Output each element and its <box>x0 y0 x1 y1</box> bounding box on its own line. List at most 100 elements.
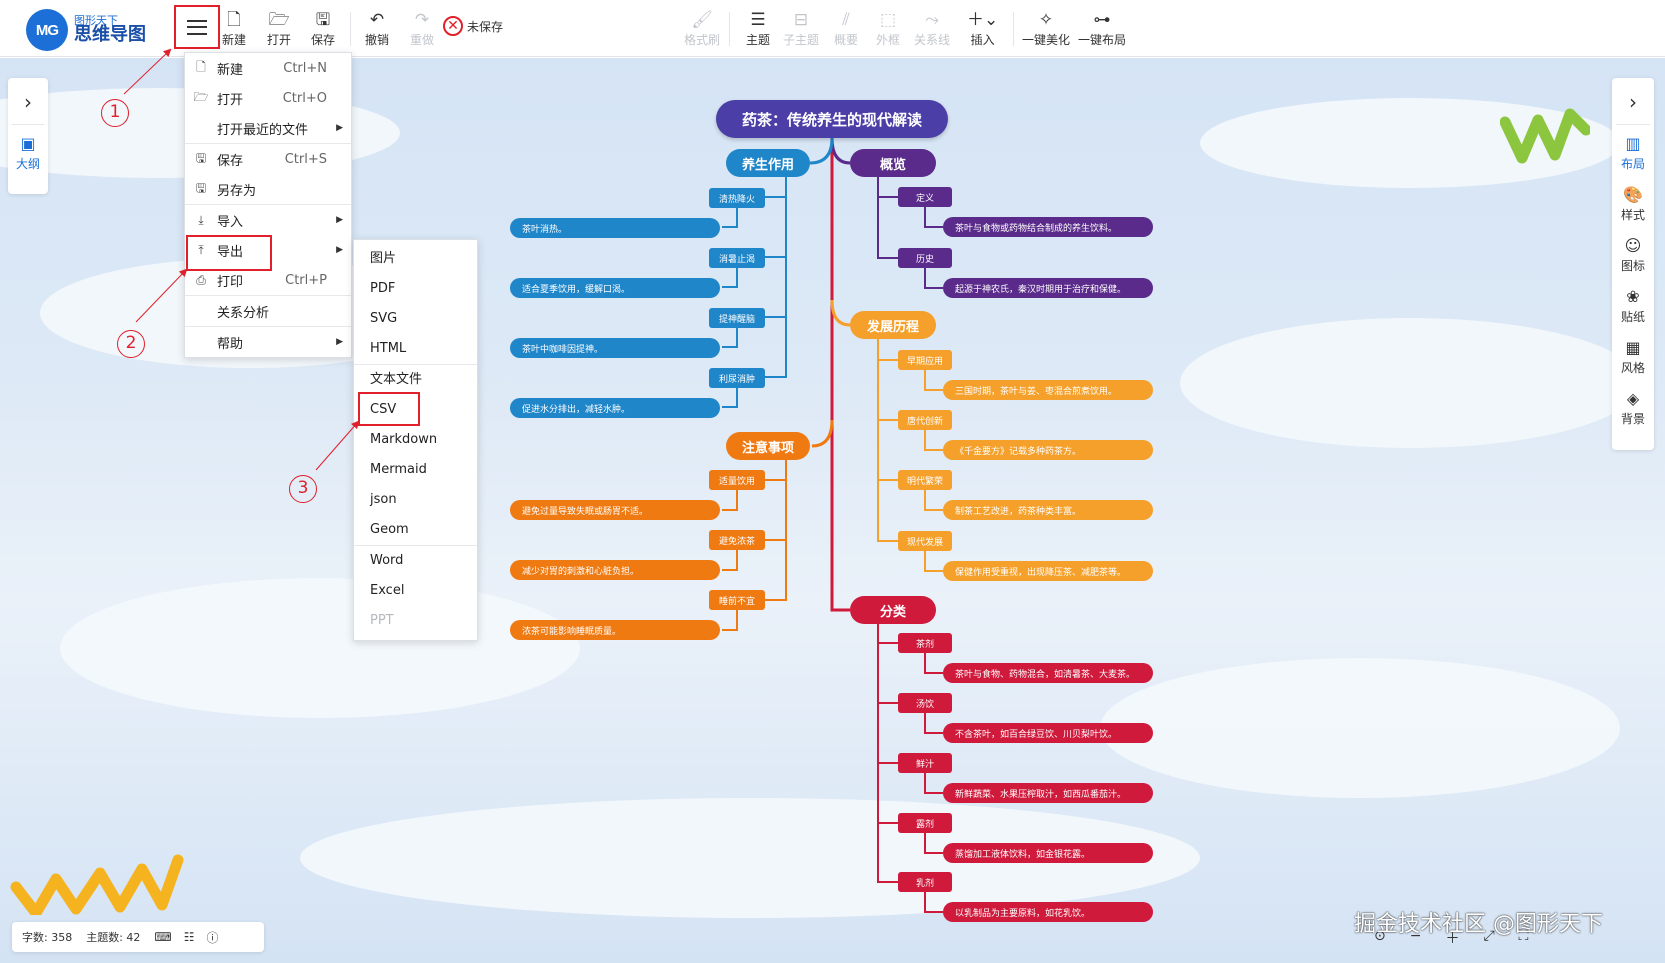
detail-node[interactable]: 浓茶可能影响睡眠质量。 <box>510 620 720 640</box>
detail-node[interactable]: 三国时期，茶叶与姜、枣混合煎煮饮用。 <box>943 380 1153 400</box>
topic-development[interactable]: 发展历程 <box>850 311 936 339</box>
redo-button[interactable]: ↷重做 <box>410 10 435 47</box>
subtopic-node[interactable]: 鲜汁 <box>898 753 952 773</box>
subtopic-node[interactable]: 乳剂 <box>898 872 952 892</box>
summary-button[interactable]: ⫽概要 <box>834 10 859 47</box>
mindmap-root-node[interactable]: 药茶：传统养生的现代解读 <box>716 100 948 138</box>
export-geom[interactable]: Geom <box>370 522 409 537</box>
detail-node[interactable]: 起源于神农氏，秦汉时期用于治疗和保健。 <box>943 278 1153 298</box>
icon-panel-button[interactable]: ☺图标 <box>1620 236 1645 273</box>
menu-item-recent[interactable]: 打开最近的文件▶ <box>217 122 343 138</box>
save-button[interactable]: 🖫保存 <box>311 10 336 47</box>
export-csv[interactable]: CSV <box>370 402 397 417</box>
export-pdf[interactable]: PDF <box>370 281 396 296</box>
menu-item-relation-analysis[interactable]: 关系分析 <box>217 305 270 321</box>
detail-node[interactable]: 《千金要方》记载多种药茶方。 <box>943 440 1153 460</box>
auto-layout-button[interactable]: ⊶一键布局 <box>1078 10 1127 47</box>
relation-line-button[interactable]: ⤳关系线 <box>914 10 951 47</box>
boundary-button[interactable]: ⬚外框 <box>876 10 901 47</box>
outline-button[interactable]: ▣ 大纲 <box>15 134 40 171</box>
panel-divider <box>12 124 44 125</box>
subtopic-node[interactable]: 汤饮 <box>898 693 952 713</box>
detail-node[interactable]: 制茶工艺改进，药茶种类丰富。 <box>943 500 1153 520</box>
menu-item-help[interactable]: 帮助▶ <box>217 336 343 352</box>
subtopic-node[interactable]: 消暑止渴 <box>709 248 765 268</box>
subtopic-node[interactable]: 唐代创新 <box>898 410 952 430</box>
menu-item-save-as[interactable]: 🖫另存为 <box>185 174 351 204</box>
export-json[interactable]: json <box>370 492 397 507</box>
export-mermaid[interactable]: Mermaid <box>370 462 427 477</box>
keyboard-icon[interactable]: ⌨ <box>154 930 172 944</box>
subtopic-node[interactable]: 现代发展 <box>898 531 952 551</box>
sticker-panel-button[interactable]: ❀贴纸 <box>1620 287 1645 324</box>
detail-node[interactable]: 茶叶与食物或药物结合制成的养生饮料。 <box>943 217 1153 237</box>
subtopic-node[interactable]: 避免浓茶 <box>709 530 765 550</box>
subtopic-node[interactable]: 早期应用 <box>898 350 952 370</box>
topic-health[interactable]: 养生作用 <box>726 149 810 177</box>
subtopic-node[interactable]: 定义 <box>898 187 952 207</box>
detail-node[interactable]: 减少对胃的刺激和心脏负担。 <box>510 560 720 580</box>
detail-node[interactable]: 保健作用受重视，出现降压茶、减肥茶等。 <box>943 561 1153 581</box>
export-html[interactable]: HTML <box>370 341 407 356</box>
new-button[interactable]: 🗋新建 <box>222 10 247 47</box>
topic-category[interactable]: 分类 <box>850 596 936 624</box>
locate-icon[interactable]: ⊙ <box>1374 928 1386 944</box>
outline-view-icon[interactable]: ☷ <box>183 930 195 944</box>
topic-button[interactable]: ☰主题 <box>746 10 771 47</box>
menu-item-import[interactable]: ⤓导入▶ <box>185 205 351 235</box>
beautify-button[interactable]: ✧一键美化 <box>1022 10 1071 47</box>
subtopic-node[interactable]: 茶剂 <box>898 633 952 653</box>
detail-node[interactable]: 适合夏季饮用，缓解口渴。 <box>510 278 720 298</box>
expand-chevron-icon[interactable]: › <box>24 90 32 114</box>
subtopic-button[interactable]: ⊟子主题 <box>783 10 820 47</box>
main-menu-button[interactable] <box>174 5 220 49</box>
detail-node[interactable]: 蒸馏加工液体饮料，如金银花露。 <box>943 843 1153 863</box>
relation-icon: ⤳ <box>925 10 939 30</box>
detail-node[interactable]: 促进水分排出，减轻水肿。 <box>510 398 720 418</box>
expand-chevron-icon[interactable]: › <box>1629 90 1637 114</box>
subtopic-node[interactable]: 历史 <box>898 248 952 268</box>
detail-node[interactable]: 茶叶与食物、药物混合，如清暑茶、大麦茶。 <box>943 663 1153 683</box>
fit-icon[interactable]: ⤢ <box>1483 928 1495 944</box>
undo-button[interactable]: ↶撤销 <box>365 10 390 47</box>
detail-node[interactable]: 不含茶叶，如百合绿豆饮、川贝梨叶饮。 <box>943 723 1153 743</box>
subtopic-node[interactable]: 清热降火 <box>709 188 765 208</box>
detail-node[interactable]: 避免过量导致失眠或肠胃不适。 <box>510 500 720 520</box>
subtopic-node[interactable]: 睡前不宜 <box>709 590 765 610</box>
detail-node[interactable]: 以乳制品为主要原料，如花乳饮。 <box>943 902 1153 922</box>
topic-overview[interactable]: 概览 <box>850 149 936 177</box>
info-icon[interactable]: ⓘ <box>206 930 219 945</box>
export-markdown[interactable]: Markdown <box>370 432 438 447</box>
format-brush-button[interactable]: 🖌格式刷 <box>684 10 721 47</box>
zoom-out-icon[interactable]: − <box>1409 928 1422 944</box>
topic-caution[interactable]: 注意事项 <box>726 432 810 460</box>
subtopic-node[interactable]: 露剂 <box>898 813 952 833</box>
layout-panel-button[interactable]: ▥布局 <box>1620 134 1645 171</box>
theme-style-panel-button[interactable]: ▦风格 <box>1620 338 1645 375</box>
subtopic-node[interactable]: 适量饮用 <box>709 470 765 490</box>
menu-item-export[interactable]: ⤒导出▶ <box>185 235 351 265</box>
subtopic-node[interactable]: 明代繁荣 <box>898 470 952 490</box>
background-panel-button[interactable]: ◈背景 <box>1620 389 1645 426</box>
detail-node[interactable]: 新鲜蔬菜、水果压榨取汁，如西瓜番茄汁。 <box>943 783 1153 803</box>
style-panel-button[interactable]: 🎨样式 <box>1620 185 1645 222</box>
open-button[interactable]: 🗁打开 <box>267 10 292 47</box>
export-svg[interactable]: SVG <box>370 311 398 326</box>
export-ppt[interactable]: PPT <box>370 613 394 628</box>
insert-button[interactable]: ＋⌄插入 <box>967 10 999 47</box>
zoom-in-icon[interactable]: ＋ <box>1445 931 1460 947</box>
subtopic-node[interactable]: 利尿消肿 <box>709 368 765 388</box>
subtopic-node[interactable]: 提神醒脑 <box>709 308 765 328</box>
detail-node[interactable]: 茶叶消热。 <box>510 218 720 238</box>
export-word[interactable]: Word <box>370 553 404 568</box>
export-image[interactable]: 图片 <box>370 251 397 266</box>
export-excel[interactable]: Excel <box>370 583 405 598</box>
export-text-file[interactable]: 文本文件 <box>370 372 423 387</box>
detail-node[interactable]: 茶叶中咖啡因提神。 <box>510 338 720 358</box>
callout-arrows <box>123 48 360 471</box>
fullscreen-icon[interactable]: ⛶ <box>1518 928 1529 944</box>
